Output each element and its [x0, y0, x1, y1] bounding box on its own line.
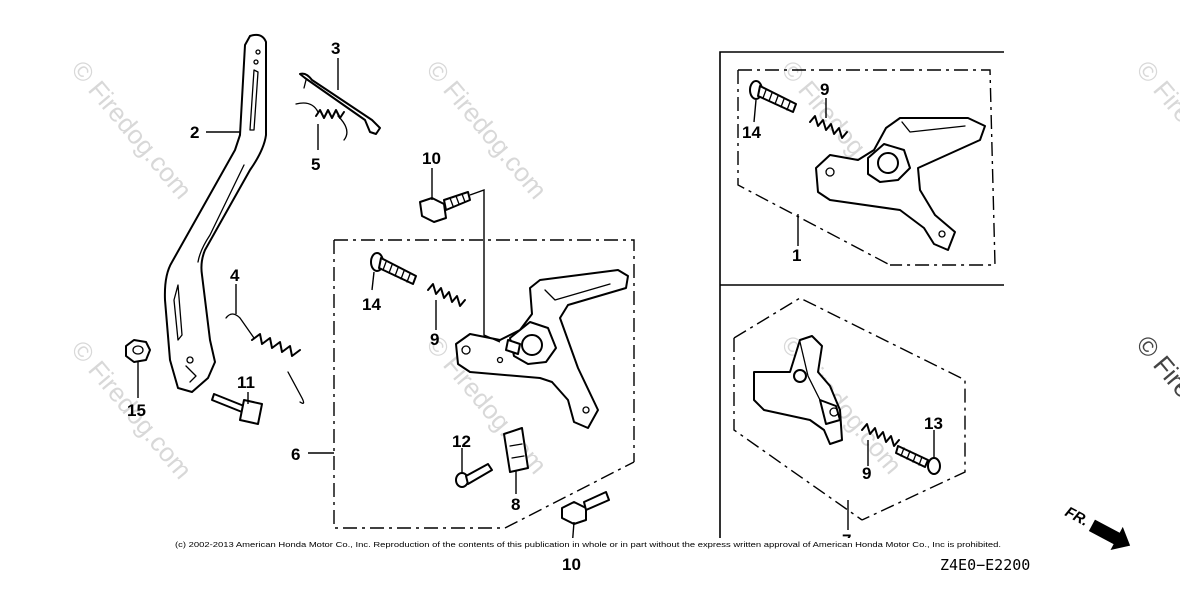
small-spring-part: [295, 102, 348, 141]
callout-6: 6: [291, 445, 300, 464]
screw-part: [455, 463, 493, 488]
assembly-6-box: [333, 239, 635, 529]
front-arrow-icon: [1088, 519, 1131, 551]
cable-clip-part: [503, 427, 529, 473]
callout-14: 14: [362, 295, 381, 314]
callout-1: 1: [792, 246, 801, 265]
governor-spring-part: [225, 313, 305, 404]
callout-10: 10: [422, 149, 441, 168]
control-base-plate-part: [815, 117, 986, 251]
watermark-text: © Firedog.com: [65, 55, 198, 205]
callout-2: 2: [190, 123, 199, 142]
copyright-background: [168, 538, 1008, 549]
flange-bolt-part: [561, 491, 610, 549]
diagram-code: Z4E0−E2200: [940, 556, 1030, 574]
flange-nut-part: [125, 339, 151, 363]
callout-12: 12: [452, 432, 471, 451]
assembly-frame: [719, 51, 1004, 540]
watermark-text: © Firedog.com: [1130, 55, 1180, 205]
front-direction-label: FR.: [1062, 504, 1091, 530]
link-rod-part: [299, 72, 381, 135]
assembly-7-box: [733, 297, 966, 521]
flange-bolt-part: [419, 191, 471, 223]
long-bolt-part: [749, 80, 797, 113]
choke-plate-part: [753, 335, 843, 445]
callout-3: 3: [331, 39, 340, 58]
bolt-part: [895, 445, 941, 475]
callout-13: 13: [924, 414, 943, 433]
callout-9: 9: [862, 464, 871, 483]
callout-9: 9: [820, 80, 829, 99]
leader-lines: [137, 58, 935, 530]
assembly-1-box: [737, 69, 996, 266]
spring-part: [809, 115, 848, 139]
callout-8: 8: [511, 495, 520, 514]
watermark-text: © Firedog.com: [1130, 330, 1180, 480]
callout-5: 5: [311, 155, 320, 174]
control-base-plate-part: [455, 189, 629, 429]
callout-14: 14: [742, 123, 761, 142]
callout-labels: 1 2 3 4 5 6 7 8 9 9 9 10 10 11 12 13 14 …: [127, 39, 943, 574]
callout-10: 10: [562, 555, 581, 574]
callout-11: 11: [237, 373, 255, 392]
bolt-part: [211, 393, 263, 425]
spring-part: [427, 283, 466, 307]
callout-15: 15: [127, 401, 146, 420]
long-bolt-part: [370, 252, 417, 285]
callout-9: 9: [430, 330, 439, 349]
spring-part: [861, 423, 900, 447]
copyright-notice: (c) 2002-2013 American Honda Motor Co., …: [175, 540, 1001, 549]
front-direction-marker: FR.: [1062, 504, 1131, 551]
control-lever-part: [163, 33, 267, 393]
watermark-text: © Firedog.com: [420, 55, 553, 205]
callout-4: 4: [230, 266, 240, 285]
